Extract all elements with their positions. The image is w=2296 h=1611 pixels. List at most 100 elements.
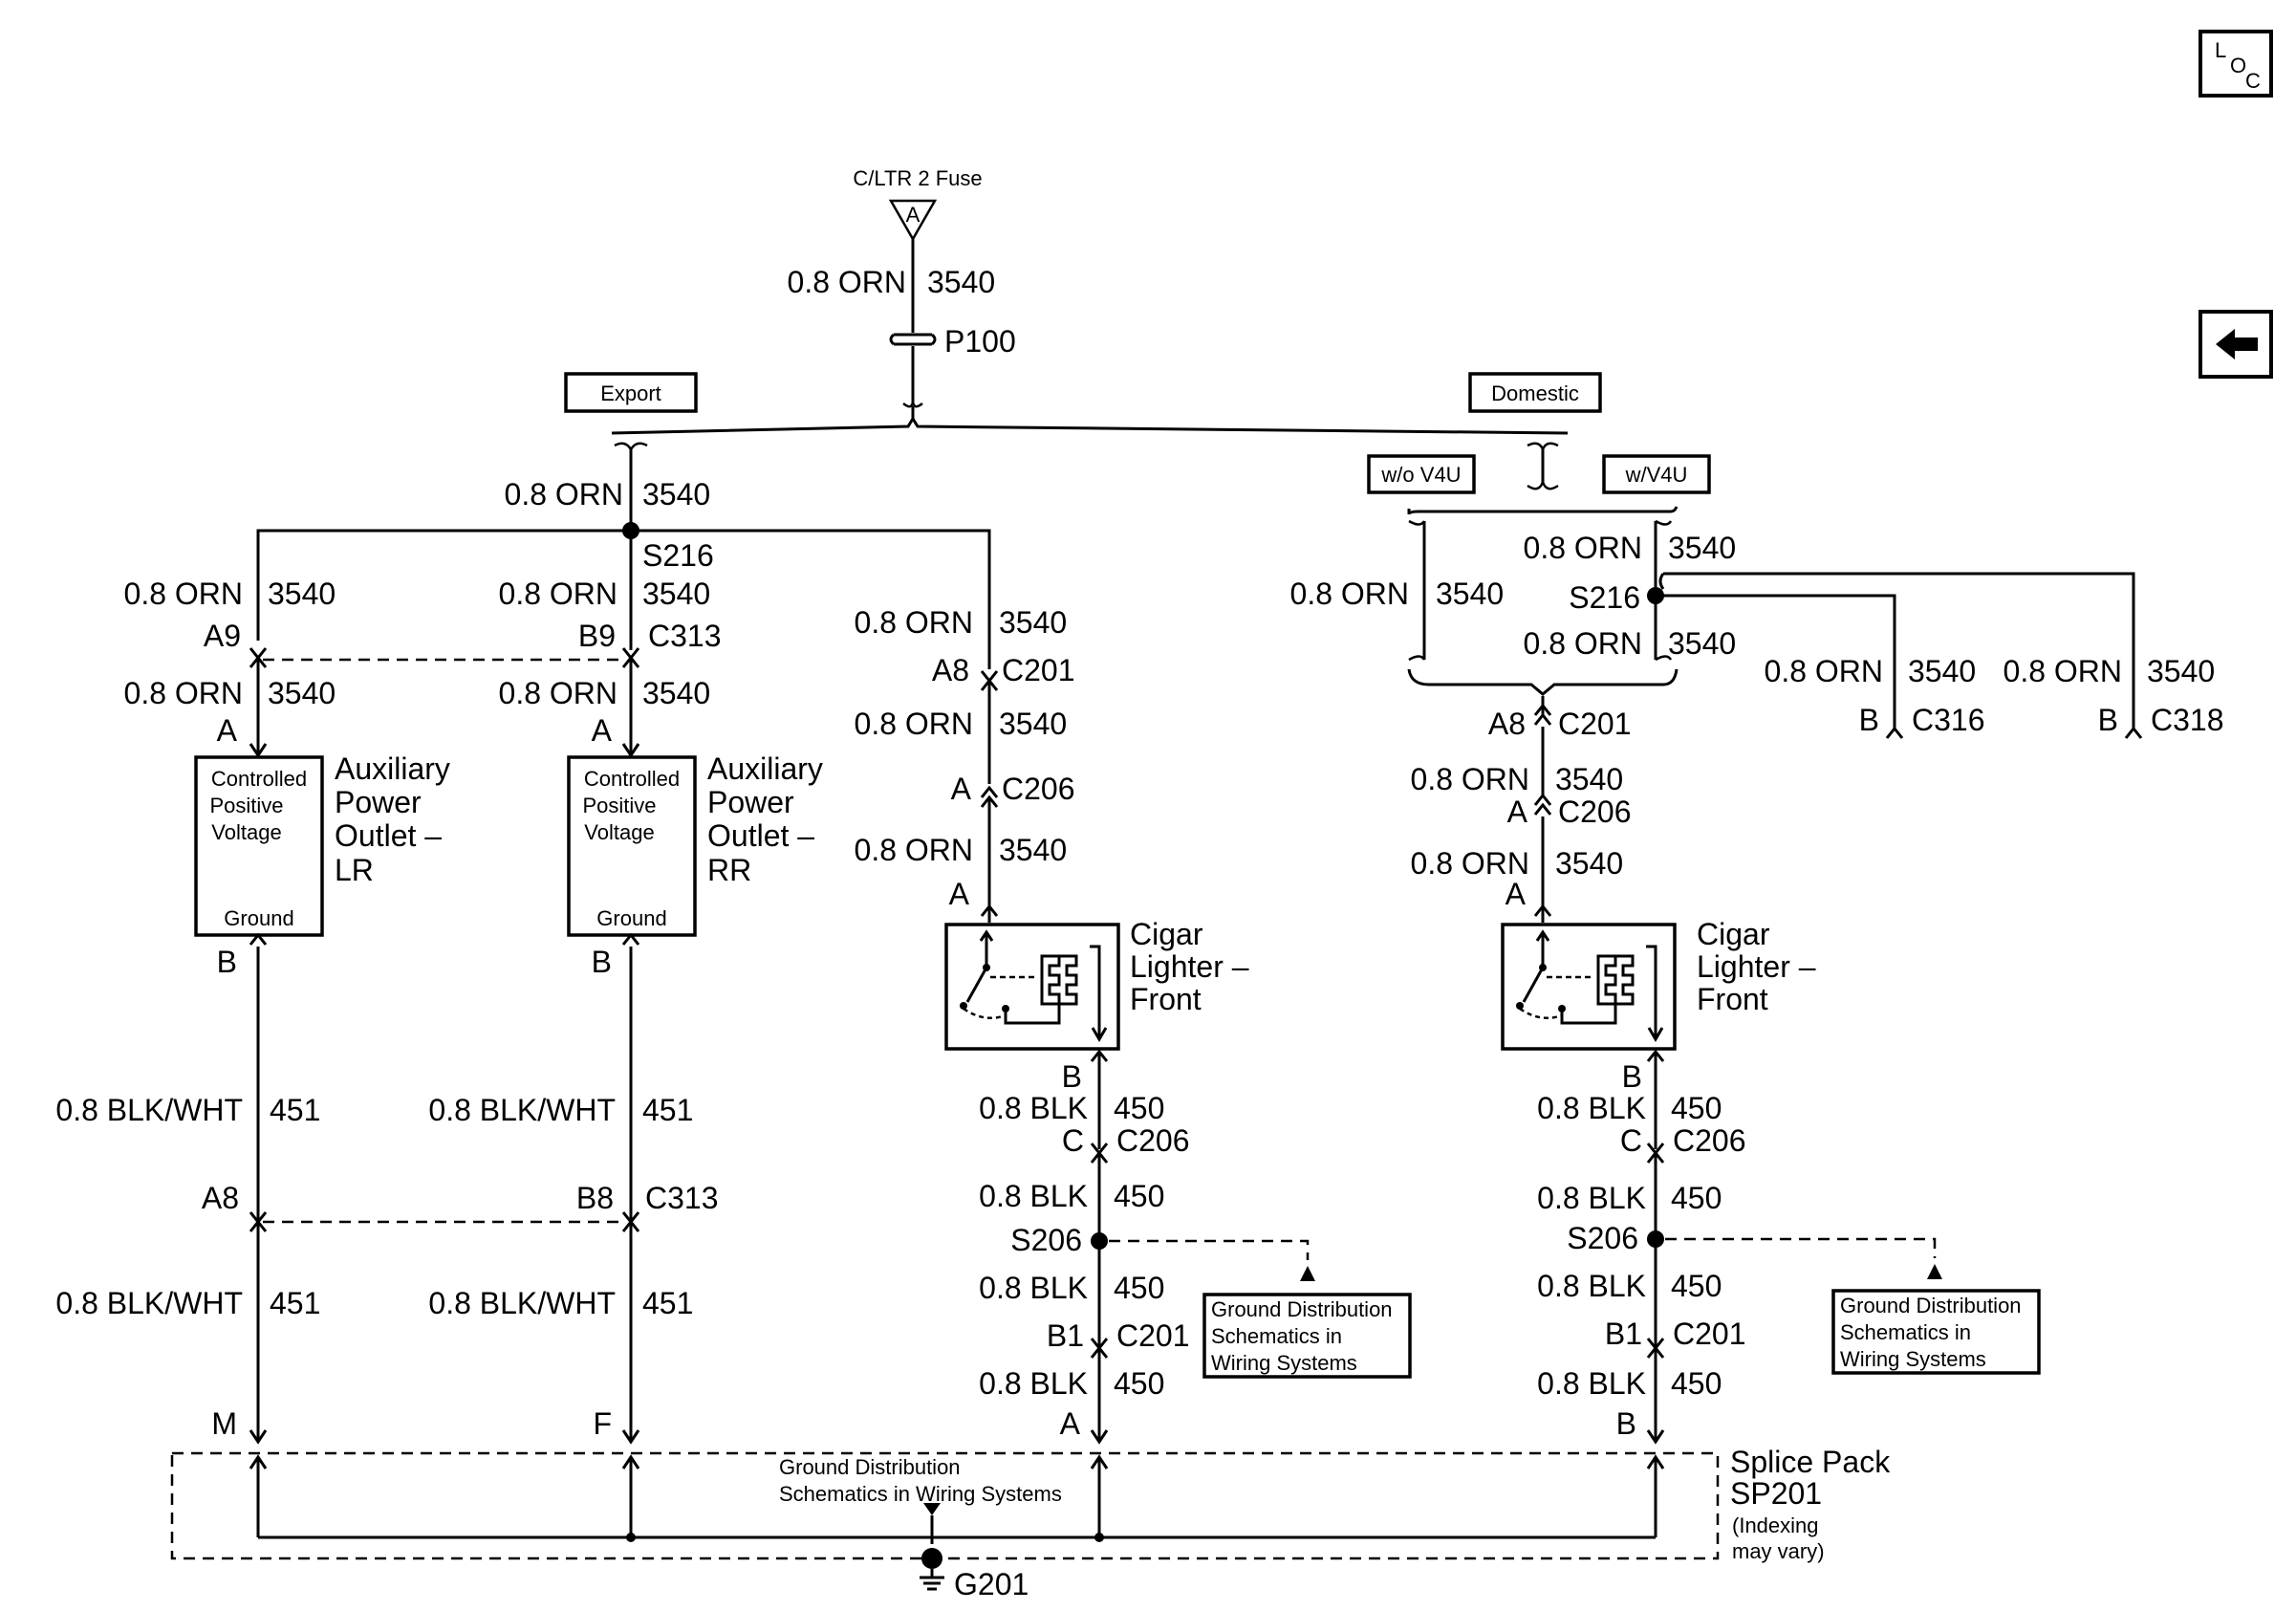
lr-gnd-circuit1-label: 451 (270, 1093, 320, 1127)
exp-lighter-gconn1-label: C206 (1116, 1123, 1190, 1158)
exp-lighter-c3-label: 3540 (999, 833, 1067, 867)
feed-circuit-label: 3540 (927, 265, 995, 299)
rr-name-line3: Outlet – (707, 818, 814, 853)
exp-lighter-gpin1-label: C (1062, 1123, 1084, 1158)
dom-lighter-gc3-label: 450 (1671, 1269, 1722, 1303)
dom-lighter-pin1-label: A8 (1488, 707, 1526, 741)
rr-term-top-label: A (592, 713, 613, 748)
export-option-box (564, 372, 698, 413)
exp-lighter-gc2-label: 450 (1114, 1179, 1164, 1213)
exp-lighter-gc4-label: 450 (1114, 1366, 1164, 1401)
dom-lighter-gc4-label: 450 (1671, 1366, 1722, 1401)
rr-gnd-wire1-label: 0.8 BLK/WHT (428, 1093, 616, 1127)
aux-outlet-rr: Controlled Positive Voltage Ground (567, 755, 697, 937)
splice-pack-note1: (Indexing (1732, 1513, 1819, 1537)
ground-g201-symbol (920, 1548, 944, 1591)
rr-gnd-circuit1-label: 451 (642, 1093, 693, 1127)
p100-connector-symbol (889, 333, 937, 346)
exp-lighter-gconn3-label: C201 (1116, 1318, 1190, 1353)
dom-lighter-pin2-label: A (1507, 795, 1528, 829)
svg-text:Ground: Ground (596, 906, 666, 930)
exp-lighter-w2-label: 0.8 ORN (855, 707, 973, 741)
exp-lighter-sp-pin-label: A (1060, 1406, 1081, 1441)
exp-lighter-conn2-label: C206 (1002, 772, 1075, 806)
svg-text:Controlled: Controlled (211, 767, 307, 791)
exp-lighter-gw4-label: 0.8 BLK (979, 1366, 1088, 1401)
dom-lighter-c3-label: 3540 (1555, 846, 1623, 881)
svg-text:Wiring Systems: Wiring Systems (1211, 1351, 1357, 1375)
dom-lighter-w2-label: 0.8 ORN (1411, 762, 1529, 796)
dom-bot-circuit-label: 3540 (1668, 626, 1736, 661)
dom-ground-ref-link (1665, 1237, 1937, 1258)
lr-name-line3: Outlet – (335, 818, 442, 853)
svg-text:Positive: Positive (582, 794, 656, 817)
domestic-option-box (1468, 372, 1602, 413)
exp-lighter-name2: Lighter – (1130, 949, 1249, 984)
splice-pack-id: SP201 (1730, 1476, 1822, 1511)
rr-gnd-connector-label: C313 (645, 1181, 719, 1215)
lr-name-line1: Auxiliary (335, 751, 450, 786)
dom-lighter-conn1-label: C201 (1558, 707, 1632, 741)
exp-lighter-gpin3-label: B1 (1047, 1318, 1084, 1353)
svg-text:Controlled: Controlled (584, 767, 680, 791)
dom-lighter-gw2-label: 0.8 BLK (1537, 1181, 1646, 1215)
exp-lighter-gsplice-label: S206 (1010, 1223, 1082, 1257)
dom-lighter-term-top-label: A (1505, 877, 1527, 911)
loc-icon-glyph: O (2230, 54, 2246, 77)
exp-ground-ref-box[interactable]: Ground Distribution Schematics in Wiring… (1202, 1293, 1412, 1379)
loc-icon-glyph: C (2245, 69, 2261, 93)
svg-text:Ground Distribution: Ground Distribution (1211, 1297, 1393, 1321)
c316-pin-label: B (1859, 703, 1879, 737)
svg-text:Wiring Systems: Wiring Systems (1840, 1347, 1986, 1371)
splice-pack-name: Splice Pack (1730, 1445, 1891, 1479)
dom-lighter-gc1-label: 450 (1671, 1091, 1722, 1125)
loc-icon[interactable]: L O C (2199, 30, 2273, 98)
exp-lighter-pin1-label: A8 (932, 653, 969, 687)
lr-pin-in-label: A9 (204, 619, 241, 653)
dom-lighter-gc2-label: 450 (1671, 1181, 1722, 1215)
lr-name-line2: Power (335, 785, 422, 819)
dom-bot-wire-label: 0.8 ORN (1524, 626, 1642, 661)
exp-lighter-w1-label: 0.8 ORN (855, 605, 973, 640)
exp-lighter-gw2-label: 0.8 BLK (979, 1179, 1088, 1213)
lr-lower-wire-label: 0.8 ORN (124, 676, 243, 710)
exp-lighter-c1-label: 3540 (999, 605, 1067, 640)
exp-splice-s206 (1091, 1232, 1108, 1250)
dom-lighter-w3-label: 0.8 ORN (1411, 846, 1529, 881)
lr-gnd-wire1-label: 0.8 BLK/WHT (55, 1093, 243, 1127)
dom-left-circuit-label: 3540 (1436, 577, 1504, 611)
exp-lighter-gc1-label: 450 (1114, 1091, 1164, 1125)
svg-text:Positive: Positive (209, 794, 283, 817)
without-v4u-box (1367, 454, 1476, 494)
splice-pack-internal (249, 1454, 1665, 1544)
dom-lighter-sp-pin-label: B (1616, 1406, 1636, 1441)
svg-text:Voltage: Voltage (584, 820, 654, 844)
export-option-label: Export (600, 381, 661, 405)
without-v4u-label: w/o V4U (1380, 463, 1461, 487)
rr-pin-in-label: B9 (578, 619, 616, 653)
exp-lighter-w3-label: 0.8 ORN (855, 833, 973, 867)
p100-label: P100 (944, 324, 1016, 359)
svg-text:Voltage: Voltage (211, 820, 281, 844)
lr-term-top-label: A (217, 713, 238, 748)
export-splice-label: S216 (642, 538, 714, 573)
rr-sp-pin-label: F (593, 1406, 612, 1441)
lr-pin-gnd-label: A8 (202, 1181, 239, 1215)
svg-text:Ground: Ground (224, 906, 293, 930)
fuse-terminal-symbol (888, 199, 938, 242)
option-brace (611, 416, 1569, 435)
dom-ground-ref-box[interactable]: Ground Distribution Schematics in Wiring… (1831, 1289, 2041, 1375)
lr-sp-pin-label: M (211, 1406, 237, 1441)
arrow-left-icon[interactable] (2199, 310, 2273, 379)
rr-name-line1: Auxiliary (707, 751, 823, 786)
sp-ground-ref-line1: Ground Distribution (779, 1455, 961, 1479)
rr-connector-label: C313 (648, 619, 722, 653)
lr-upper-circuit-label: 3540 (268, 577, 336, 611)
rr-gnd-wire2-label: 0.8 BLK/WHT (428, 1286, 616, 1320)
domestic-bottom-brace (1407, 668, 1679, 696)
dom-lighter-name1: Cigar (1697, 917, 1770, 951)
rr-term-bottom-label: B (592, 945, 612, 979)
lr-upper-wire-label: 0.8 ORN (124, 577, 243, 611)
svg-text:Schematics in: Schematics in (1211, 1324, 1342, 1348)
dom-lighter-gconn1-label: C206 (1673, 1123, 1746, 1158)
